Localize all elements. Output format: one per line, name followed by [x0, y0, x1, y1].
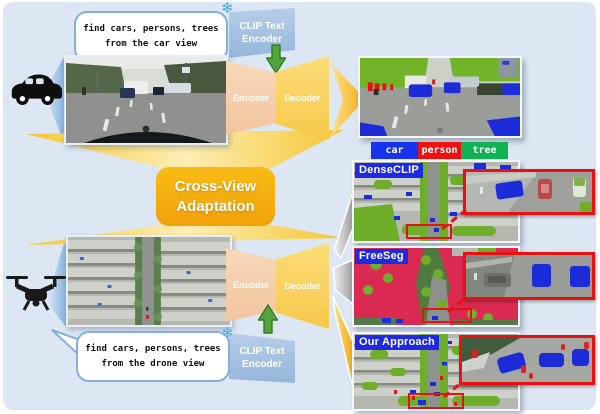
green-arrow-down-icon [265, 44, 287, 75]
decoder-top-label: Decoder [284, 93, 321, 103]
method-label-freeseg: FreeSeg [355, 249, 408, 264]
our-approach-source-rect [408, 393, 464, 409]
drone-prompt-bubble: find cars, persons, trees from the drone… [76, 331, 230, 382]
cross-view-line2: Adaptation [176, 197, 255, 215]
drone-icon [4, 266, 68, 322]
freeseg-source-rect [422, 308, 472, 323]
car-prompt-line1: find cars, persons, trees [83, 24, 219, 35]
densecclip-zoom-box [463, 169, 595, 215]
green-arrow-up-icon [257, 303, 279, 334]
legend-tree: tree [461, 142, 508, 159]
our-approach-zoom-box [459, 335, 595, 385]
method-label-densecclip: DenseCLIP [355, 163, 423, 178]
snowflake-icon: ❄ [221, 325, 234, 342]
drone-prompt-line2: from the drone view [101, 358, 205, 369]
densecclip-result-image: DenseCLIP [352, 160, 520, 243]
cross-view-line1: Cross-View [174, 178, 257, 195]
class-legend: car person tree [371, 142, 508, 159]
clip-text-encoder-top: CLIP Text Encoder [229, 8, 295, 58]
car-view-segmentation-result [358, 56, 522, 138]
decoder-bottom: Decoder [276, 243, 329, 329]
cross-view-adaptation-box: Cross-View Adaptation [156, 167, 275, 226]
freeseg-zoom-box [463, 252, 595, 300]
snowflake-icon: ❄ [221, 0, 234, 17]
drone-view-photo [66, 235, 232, 327]
encoder-top: Encoder [226, 61, 276, 135]
clip-text-encoder-bottom-label: CLIP Text Encoder [239, 346, 285, 370]
legend-car: car [371, 142, 418, 159]
method-label-our-approach: Our Approach [355, 335, 439, 350]
legend-person: person [418, 142, 461, 159]
car-view-photo [64, 55, 228, 145]
densecclip-source-rect [406, 224, 452, 239]
clip-text-encoder-top-label: CLIP Text Encoder [239, 21, 285, 45]
encoder-top-label: Encoder [232, 93, 269, 103]
encoder-bottom-label: Encoder [232, 280, 269, 290]
decoder-top: Decoder [276, 56, 329, 140]
car-prompt-line2: from the car view [104, 38, 198, 49]
car-icon [6, 60, 64, 118]
decoder-bottom-label: Decoder [284, 281, 321, 291]
clip-text-encoder-bottom: CLIP Text Encoder [229, 333, 295, 383]
drone-prompt-line1: find cars, persons, trees [85, 344, 221, 355]
